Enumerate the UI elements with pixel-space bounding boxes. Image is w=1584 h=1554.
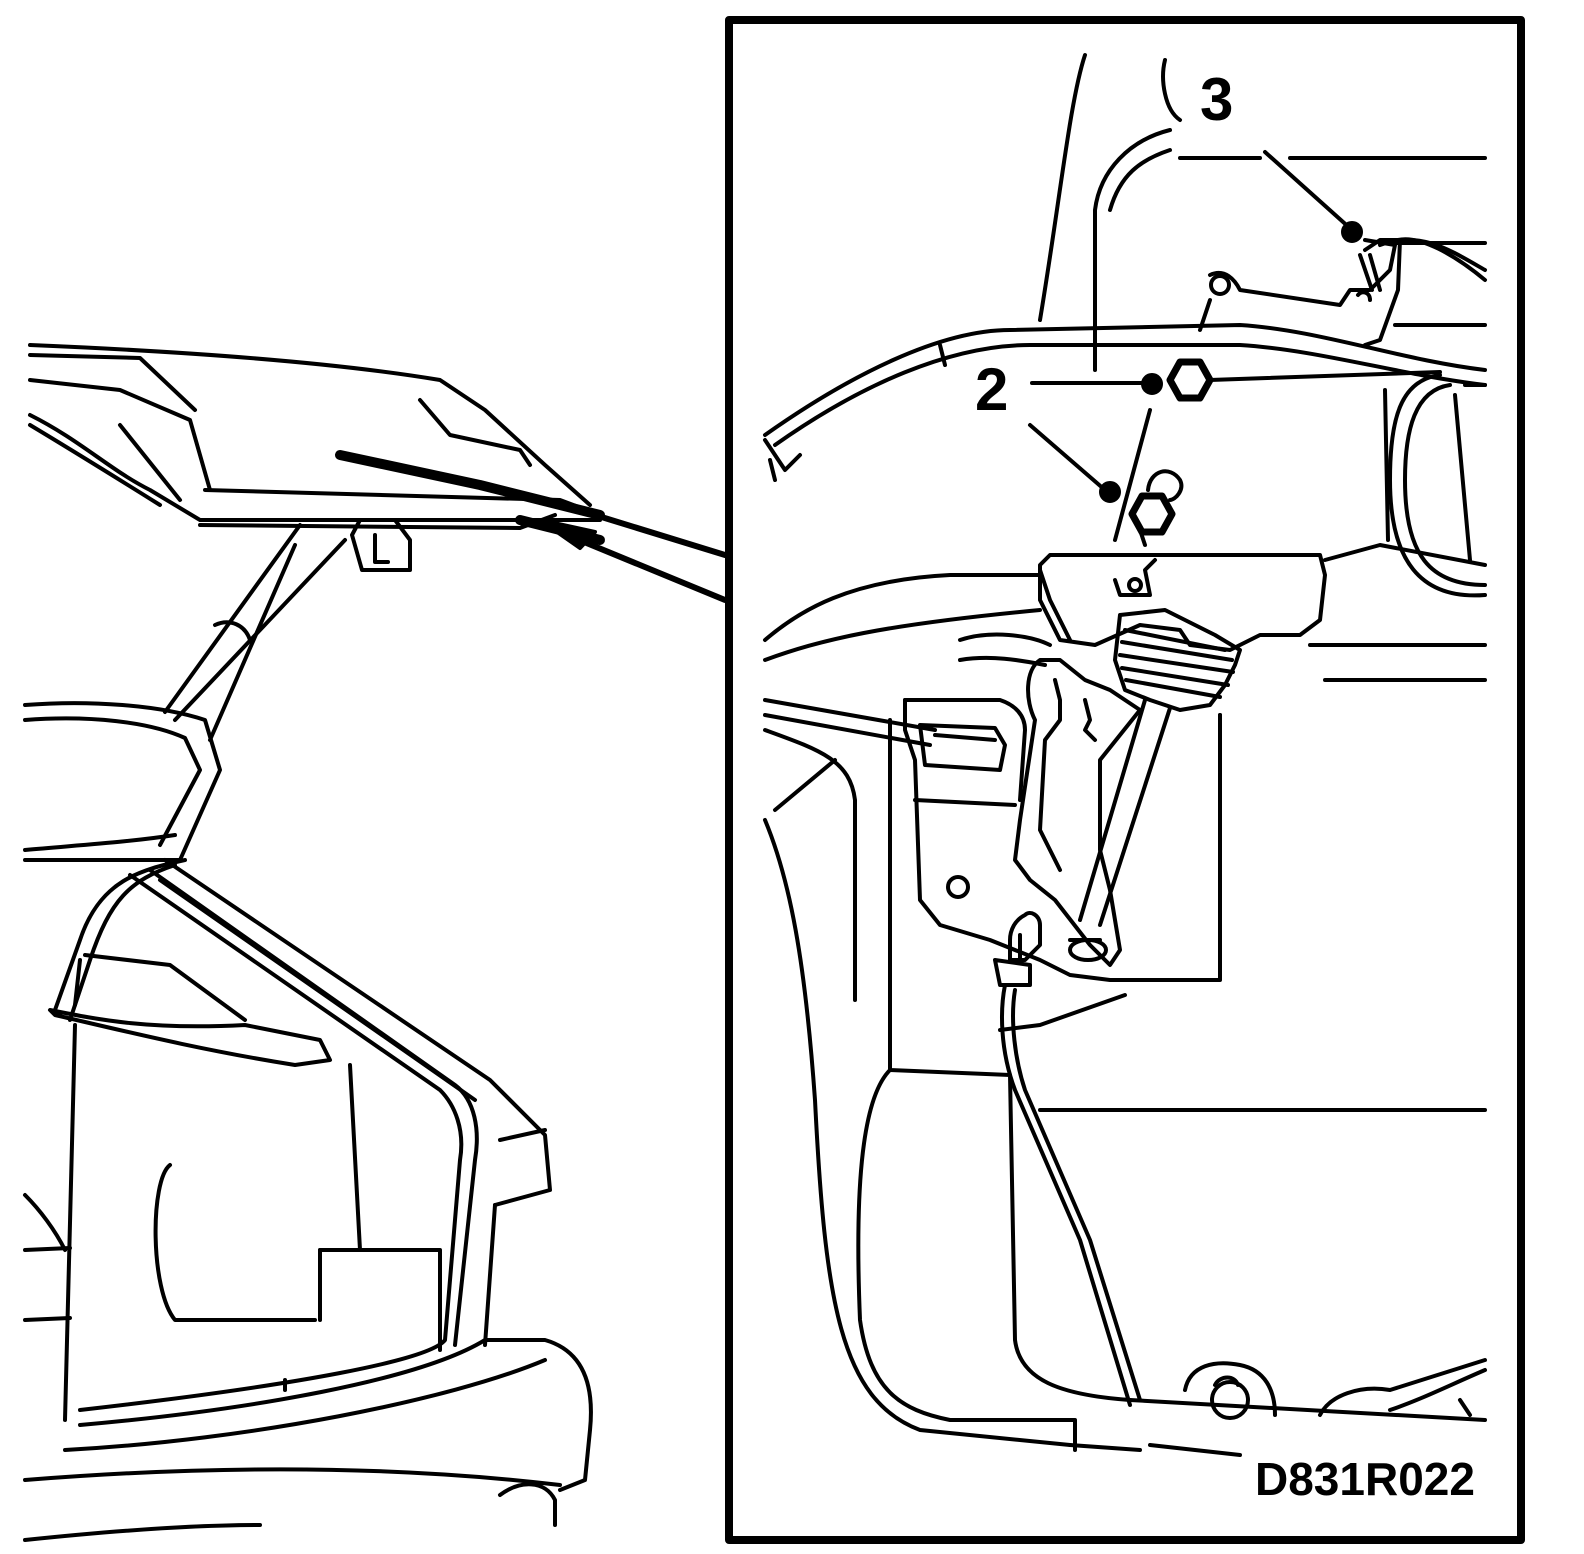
central-lock-motor xyxy=(1178,150,1487,347)
upper-nut-icon xyxy=(1166,358,1214,402)
tailgate-panel xyxy=(28,343,605,545)
diagram-reference-code: D831R022 xyxy=(1255,1453,1475,1505)
tailgate-gas-strut xyxy=(163,523,347,742)
callout-3-label: 3 xyxy=(1200,66,1233,133)
trunk-opening-frame xyxy=(78,858,552,1412)
detail-leader-arrow xyxy=(538,512,728,603)
parcel-shelf xyxy=(48,953,332,1067)
rear-bumper xyxy=(23,1338,593,1542)
rear-panel-edge xyxy=(763,323,1487,482)
detail-view: 3 2 D831R022 xyxy=(725,16,1525,1544)
lock-housing xyxy=(1038,543,1487,682)
release-cable xyxy=(993,911,1142,1407)
pillar-trim xyxy=(1038,53,1182,547)
tailgate-lock-catch xyxy=(350,518,412,572)
lock-actuator-bellows xyxy=(1078,608,1242,927)
callout-2-label: 2 xyxy=(975,356,1008,423)
inner-trim-panels xyxy=(763,573,1487,1457)
detail-frame xyxy=(725,16,1525,1544)
trunk-interior xyxy=(23,1023,442,1422)
handle-recess xyxy=(763,698,1007,772)
car-pillar xyxy=(23,701,222,1022)
car-rear-overview xyxy=(23,343,728,1542)
lower-nut-icon xyxy=(1128,492,1176,536)
callout-2-marker-upper xyxy=(1141,373,1163,395)
mounting-nuts xyxy=(1028,358,1442,536)
trim-back-plate xyxy=(903,698,1222,982)
floor-components xyxy=(1183,1358,1487,1420)
callout-2-marker-lower xyxy=(1099,481,1121,503)
callout-3-marker xyxy=(1341,221,1363,243)
lock-bracket xyxy=(1013,658,1142,967)
cable-loop xyxy=(1383,373,1487,598)
